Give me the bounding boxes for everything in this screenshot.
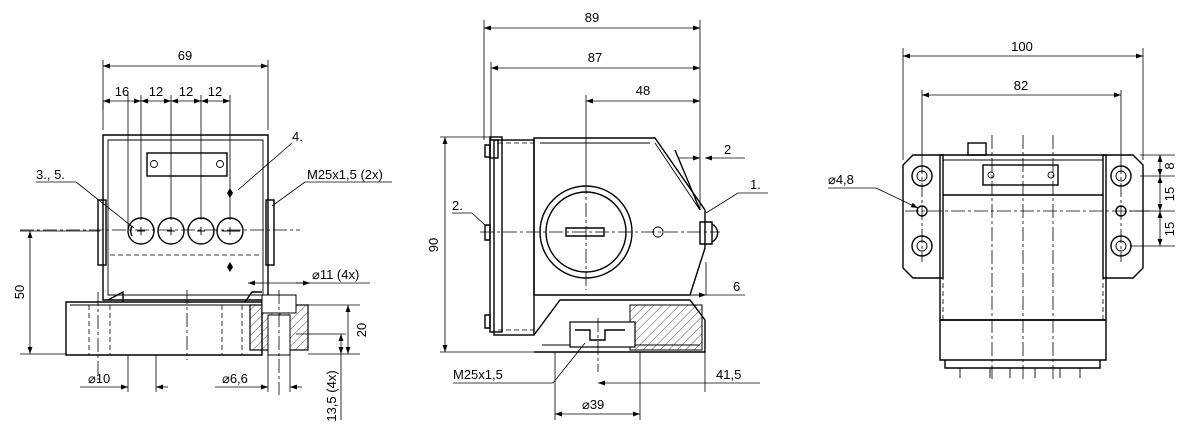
side-dim-89: 89 — [484, 10, 700, 31]
front-dim-12-a: 12 — [149, 84, 163, 99]
side-dim-89-label: 89 — [585, 10, 599, 25]
rear-dim-100: 100 — [903, 39, 1143, 59]
front-hole-callout: ⌀11 (4x) — [248, 267, 370, 286]
indicator-row — [127, 217, 244, 245]
front-thread-callout-text: M25x1,5 (2x) — [307, 167, 383, 182]
front-view: 69 16 12 12 12 4. 3., 5. M25x1,5 (2 — [12, 48, 392, 422]
front-dim-13-5: 13,5 (4x) — [296, 333, 346, 422]
front-view-body — [20, 60, 309, 395]
front-hole-callout-text: ⌀11 (4x) — [312, 267, 359, 282]
side-label-1-text: 1. — [750, 177, 761, 192]
rear-dim-dia-4-8: ⌀4,8 — [828, 172, 919, 209]
front-dim-50-label: 50 — [12, 285, 27, 299]
front-dim-20: 20 — [296, 304, 369, 355]
rear-dim-15-b-label: 15 — [1162, 222, 1177, 236]
front-dim-16: 16 — [115, 84, 129, 99]
front-dim-12-c: 12 — [208, 84, 222, 99]
rear-dim-15-a: 15 — [1157, 176, 1177, 211]
side-dim-2: 2 — [678, 142, 745, 161]
front-dim-dia-6-6-label: ⌀6,6 — [222, 371, 248, 386]
side-dim-6: 6 — [680, 262, 745, 298]
side-dim-87-label: 87 — [588, 50, 602, 65]
side-dim-dia-39-label: ⌀39 — [582, 397, 604, 412]
side-dim-87: 87 — [491, 50, 700, 71]
front-label-3-5: 3., 5. — [36, 167, 135, 229]
side-dim-48: 48 — [586, 83, 700, 104]
side-thread-callout-text: M25x1,5 — [453, 367, 503, 382]
side-dim-dia-39: ⌀39 — [555, 397, 640, 417]
side-dim-90-label: 90 — [426, 238, 441, 252]
rear-dim-dia-4-8-label: ⌀4,8 — [828, 172, 854, 187]
rear-dim-15-b: 15 — [1157, 211, 1177, 246]
side-dim-41-5: 41,5 — [598, 352, 760, 392]
front-thread-callout: M25x1,5 (2x) — [271, 167, 392, 207]
front-dim-dia-10-label: ⌀10 — [88, 371, 110, 386]
side-label-1: 1. — [705, 177, 768, 214]
rear-dim-15-a-label: 15 — [1162, 187, 1177, 201]
side-label-2: 2. — [452, 198, 487, 227]
side-label-2-text: 2. — [452, 198, 463, 213]
front-dim-20-label: 20 — [354, 323, 369, 337]
front-dim-69: 69 — [103, 48, 268, 69]
front-dim-13-5-label: 13,5 (4x) — [324, 370, 339, 421]
rear-dim-100-label: 100 — [1011, 39, 1033, 54]
side-view: 89 87 48 2 1. 2. — [426, 10, 768, 420]
front-label-4-text: 4. — [292, 129, 303, 144]
rear-dim-8: 8 — [1157, 155, 1177, 176]
side-thread-callout: M25x1,5 — [453, 342, 586, 384]
side-dim-6-label: 6 — [733, 279, 740, 294]
front-label-4: 4. — [237, 129, 303, 191]
rear-view: 100 82 ⌀4,8 8 15 15 — [828, 39, 1177, 380]
rear-view-body — [902, 48, 1175, 380]
side-dim-41-5-label: 41,5 — [716, 367, 741, 382]
front-dim-dia-10: ⌀10 — [80, 355, 168, 392]
front-dim-dia-6-6: ⌀6,6 — [215, 355, 302, 392]
rear-dim-8-label: 8 — [1162, 162, 1177, 169]
side-view-body — [440, 20, 720, 420]
rear-dim-82-label: 82 — [1014, 78, 1028, 93]
side-dim-48-label: 48 — [636, 83, 650, 98]
side-dim-2-label: 2 — [724, 142, 731, 157]
front-dim-12-b: 12 — [179, 84, 193, 99]
front-dim-69-label: 69 — [178, 48, 192, 63]
front-label-3-5-text: 3., 5. — [36, 167, 65, 182]
front-dim-chain: 16 12 12 12 — [103, 84, 230, 104]
front-dim-50: 50 — [12, 230, 100, 355]
side-dim-90: 90 — [426, 137, 448, 352]
rear-dim-82: 82 — [922, 78, 1121, 98]
